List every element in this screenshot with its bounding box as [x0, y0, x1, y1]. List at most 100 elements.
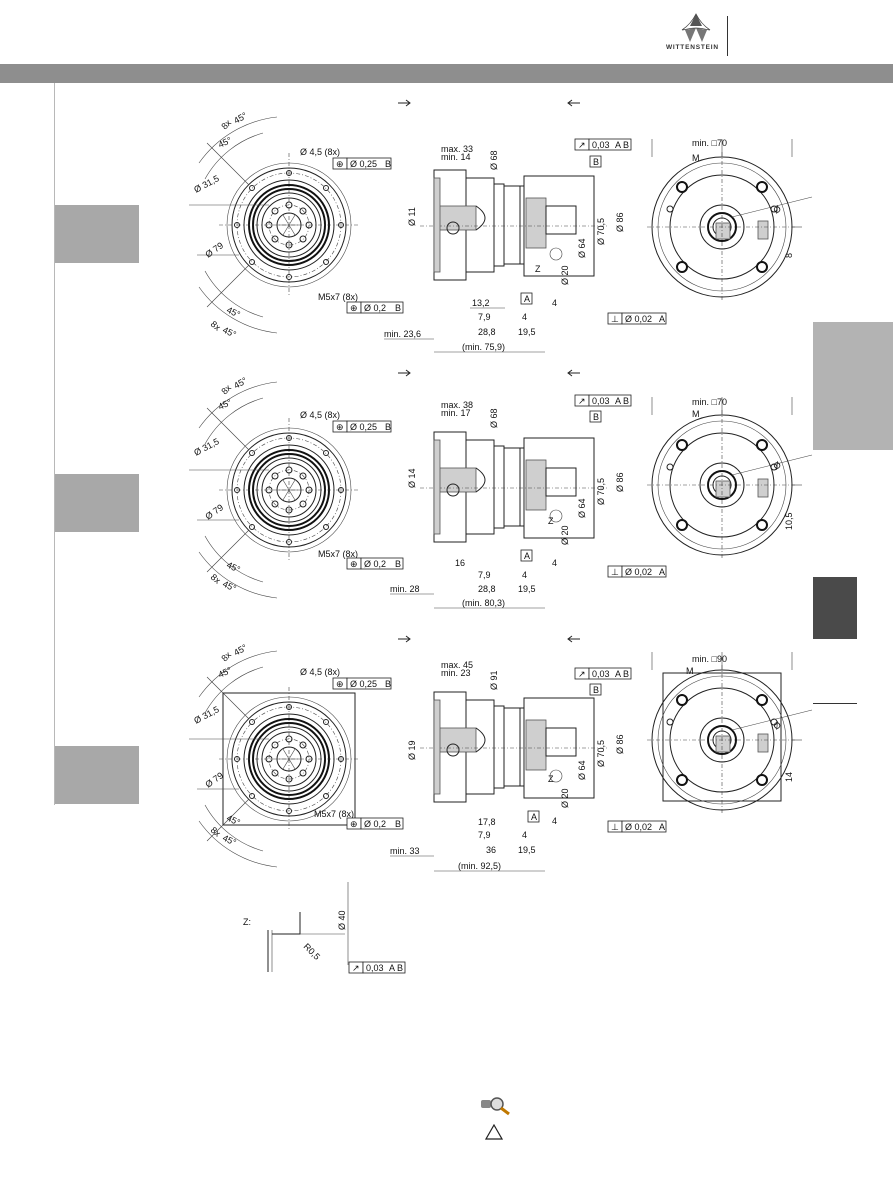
key-dimension: 14 — [784, 772, 794, 782]
section-tab-light[interactable] — [813, 322, 893, 450]
max-length: max. 45 — [441, 660, 473, 670]
header-bar — [0, 64, 893, 83]
datum-ref: B — [385, 679, 391, 689]
dimension: 4 — [522, 570, 527, 580]
angle-value: 45° — [217, 135, 234, 150]
datum-ref: A B — [615, 140, 629, 150]
svg-text:⊥: ⊥ — [611, 567, 619, 577]
dimension: 4 — [522, 830, 527, 840]
datum-b: B — [593, 157, 599, 167]
diameter-70-5: Ø 70,5 — [596, 740, 606, 767]
pcd-label: Ø 31,5 — [192, 436, 221, 458]
pcd-label: Ø 31,5 — [192, 704, 221, 726]
angle-count: 8x — [209, 572, 223, 586]
dimension: 19,5 — [518, 845, 536, 855]
runout-tolerance: 0,03 — [592, 669, 610, 679]
warning-triangle-icon — [484, 1123, 504, 1140]
detail-label: Z: — [243, 917, 251, 927]
perpendicularity: Ø 0,02 — [625, 314, 652, 324]
key-dimension: 8 — [784, 253, 794, 258]
angle-count: 8x — [219, 117, 233, 131]
svg-text:⊕: ⊕ — [336, 422, 344, 432]
dimension: 36 — [486, 845, 496, 855]
angle-value: 45° — [221, 579, 238, 594]
brand-name: WITTENSTEIN — [666, 44, 719, 51]
position-tolerance: Ø 0,25 — [350, 422, 377, 432]
runout-tolerance: 0,03 — [366, 963, 384, 973]
technical-drawing-sheet: 8x 45° 45° Ø 4,5 (8x) ⊕ Ø 0,25 B Ø 31,5 … — [188, 99, 813, 974]
min-length: min. 14 — [441, 152, 471, 162]
motor-shaft-diameter: Ø — [771, 459, 782, 471]
dimension: 4 — [522, 312, 527, 322]
thread-spec: M5x7 (8x) — [318, 292, 358, 302]
angle-count: 8x — [209, 319, 223, 333]
dimension: 4 — [552, 816, 557, 826]
detail-radius: R0,5 — [302, 941, 323, 962]
wittenstein-logo-icon — [681, 13, 711, 42]
min-total: min. 28 — [390, 584, 420, 594]
position-tolerance: Ø 0,25 — [350, 159, 377, 169]
motor-m: M — [692, 153, 700, 163]
angle-value: 45° — [232, 110, 249, 126]
datum-ref: B — [395, 559, 401, 569]
position-tolerance: Ø 0,2 — [364, 819, 386, 829]
detail-z: Z: Ø 40 R0,5 ↗ 0,03 A B — [243, 882, 406, 974]
drawing-1: 8x 45° 45° Ø 4,5 (8x) ⊕ Ø 0,25 B Ø 31,5 … — [188, 99, 813, 353]
angle-value: 45° — [225, 560, 242, 575]
min-total: min. 33 — [390, 846, 420, 856]
svg-text:⊥: ⊥ — [611, 822, 619, 832]
datum-ref: A B — [615, 396, 629, 406]
dimension: 4 — [552, 558, 557, 568]
detail-marker: Z — [535, 264, 541, 274]
position-tolerance: Ø 0,2 — [364, 559, 386, 569]
dimension: 28,8 — [478, 584, 496, 594]
section-tab-active[interactable] — [813, 577, 857, 639]
diameter-70-5: Ø 70,5 — [596, 218, 606, 245]
perpendicularity: Ø 0,02 — [625, 567, 652, 577]
zoom-icon[interactable] — [479, 1094, 513, 1116]
svg-text:⊕: ⊕ — [350, 559, 358, 569]
datum-ref: A — [659, 567, 665, 577]
spline-small-diameter: Ø 20 — [560, 265, 570, 285]
angle-value: 45° — [221, 325, 238, 340]
total-length: (min. 92,5) — [458, 861, 501, 871]
datum-a: A — [524, 294, 530, 304]
min-square: min. □90 — [692, 654, 727, 664]
datum-ref: A B — [615, 669, 629, 679]
angle-value: 45° — [221, 833, 238, 848]
diameter-86: Ø 86 — [615, 734, 625, 754]
dimension: 7,9 — [478, 570, 491, 580]
drawing-3: 8x 45° 45° Ø 4,5 (8x) ⊕ Ø 0,25 B Ø 31,5 … — [188, 635, 813, 872]
shaft-diameter: Ø 14 — [407, 468, 417, 488]
datum-ref: A — [659, 822, 665, 832]
angle-count: 8x — [219, 649, 233, 663]
brand-logo — [676, 12, 716, 46]
motor-m: M — [686, 666, 694, 676]
spline-diameter: Ø 64 — [577, 760, 587, 780]
spline-diameter: Ø 64 — [577, 498, 587, 518]
flange-diameter: Ø 68 — [489, 408, 499, 428]
svg-text:↗: ↗ — [578, 140, 586, 150]
angle-value: 45° — [232, 642, 249, 658]
min-square: min. □70 — [692, 138, 727, 148]
svg-text:⊕: ⊕ — [350, 819, 358, 829]
svg-text:⊥: ⊥ — [611, 314, 619, 324]
motor-shaft-diameter: Ø — [771, 719, 782, 731]
angle-count: 8x — [219, 382, 233, 396]
position-tolerance: Ø 0,2 — [364, 303, 386, 313]
outer-diameter: Ø 79 — [203, 240, 225, 259]
motor-shaft-diameter: Ø — [771, 203, 782, 215]
min-length: min. 23 — [441, 668, 471, 678]
dimension: 7,9 — [478, 830, 491, 840]
max-length: max. 38 — [441, 400, 473, 410]
angle-value: 45° — [217, 397, 234, 412]
min-total: min. 23,6 — [384, 329, 421, 339]
side-box-1 — [55, 205, 139, 263]
datum-a: A — [531, 812, 537, 822]
dimension: 19,5 — [518, 584, 536, 594]
shaft-diameter: Ø 19 — [407, 740, 417, 760]
diameter-86: Ø 86 — [615, 472, 625, 492]
dimension: 19,5 — [518, 327, 536, 337]
datum-ref: B — [385, 422, 391, 432]
outer-diameter: Ø 79 — [203, 770, 225, 789]
